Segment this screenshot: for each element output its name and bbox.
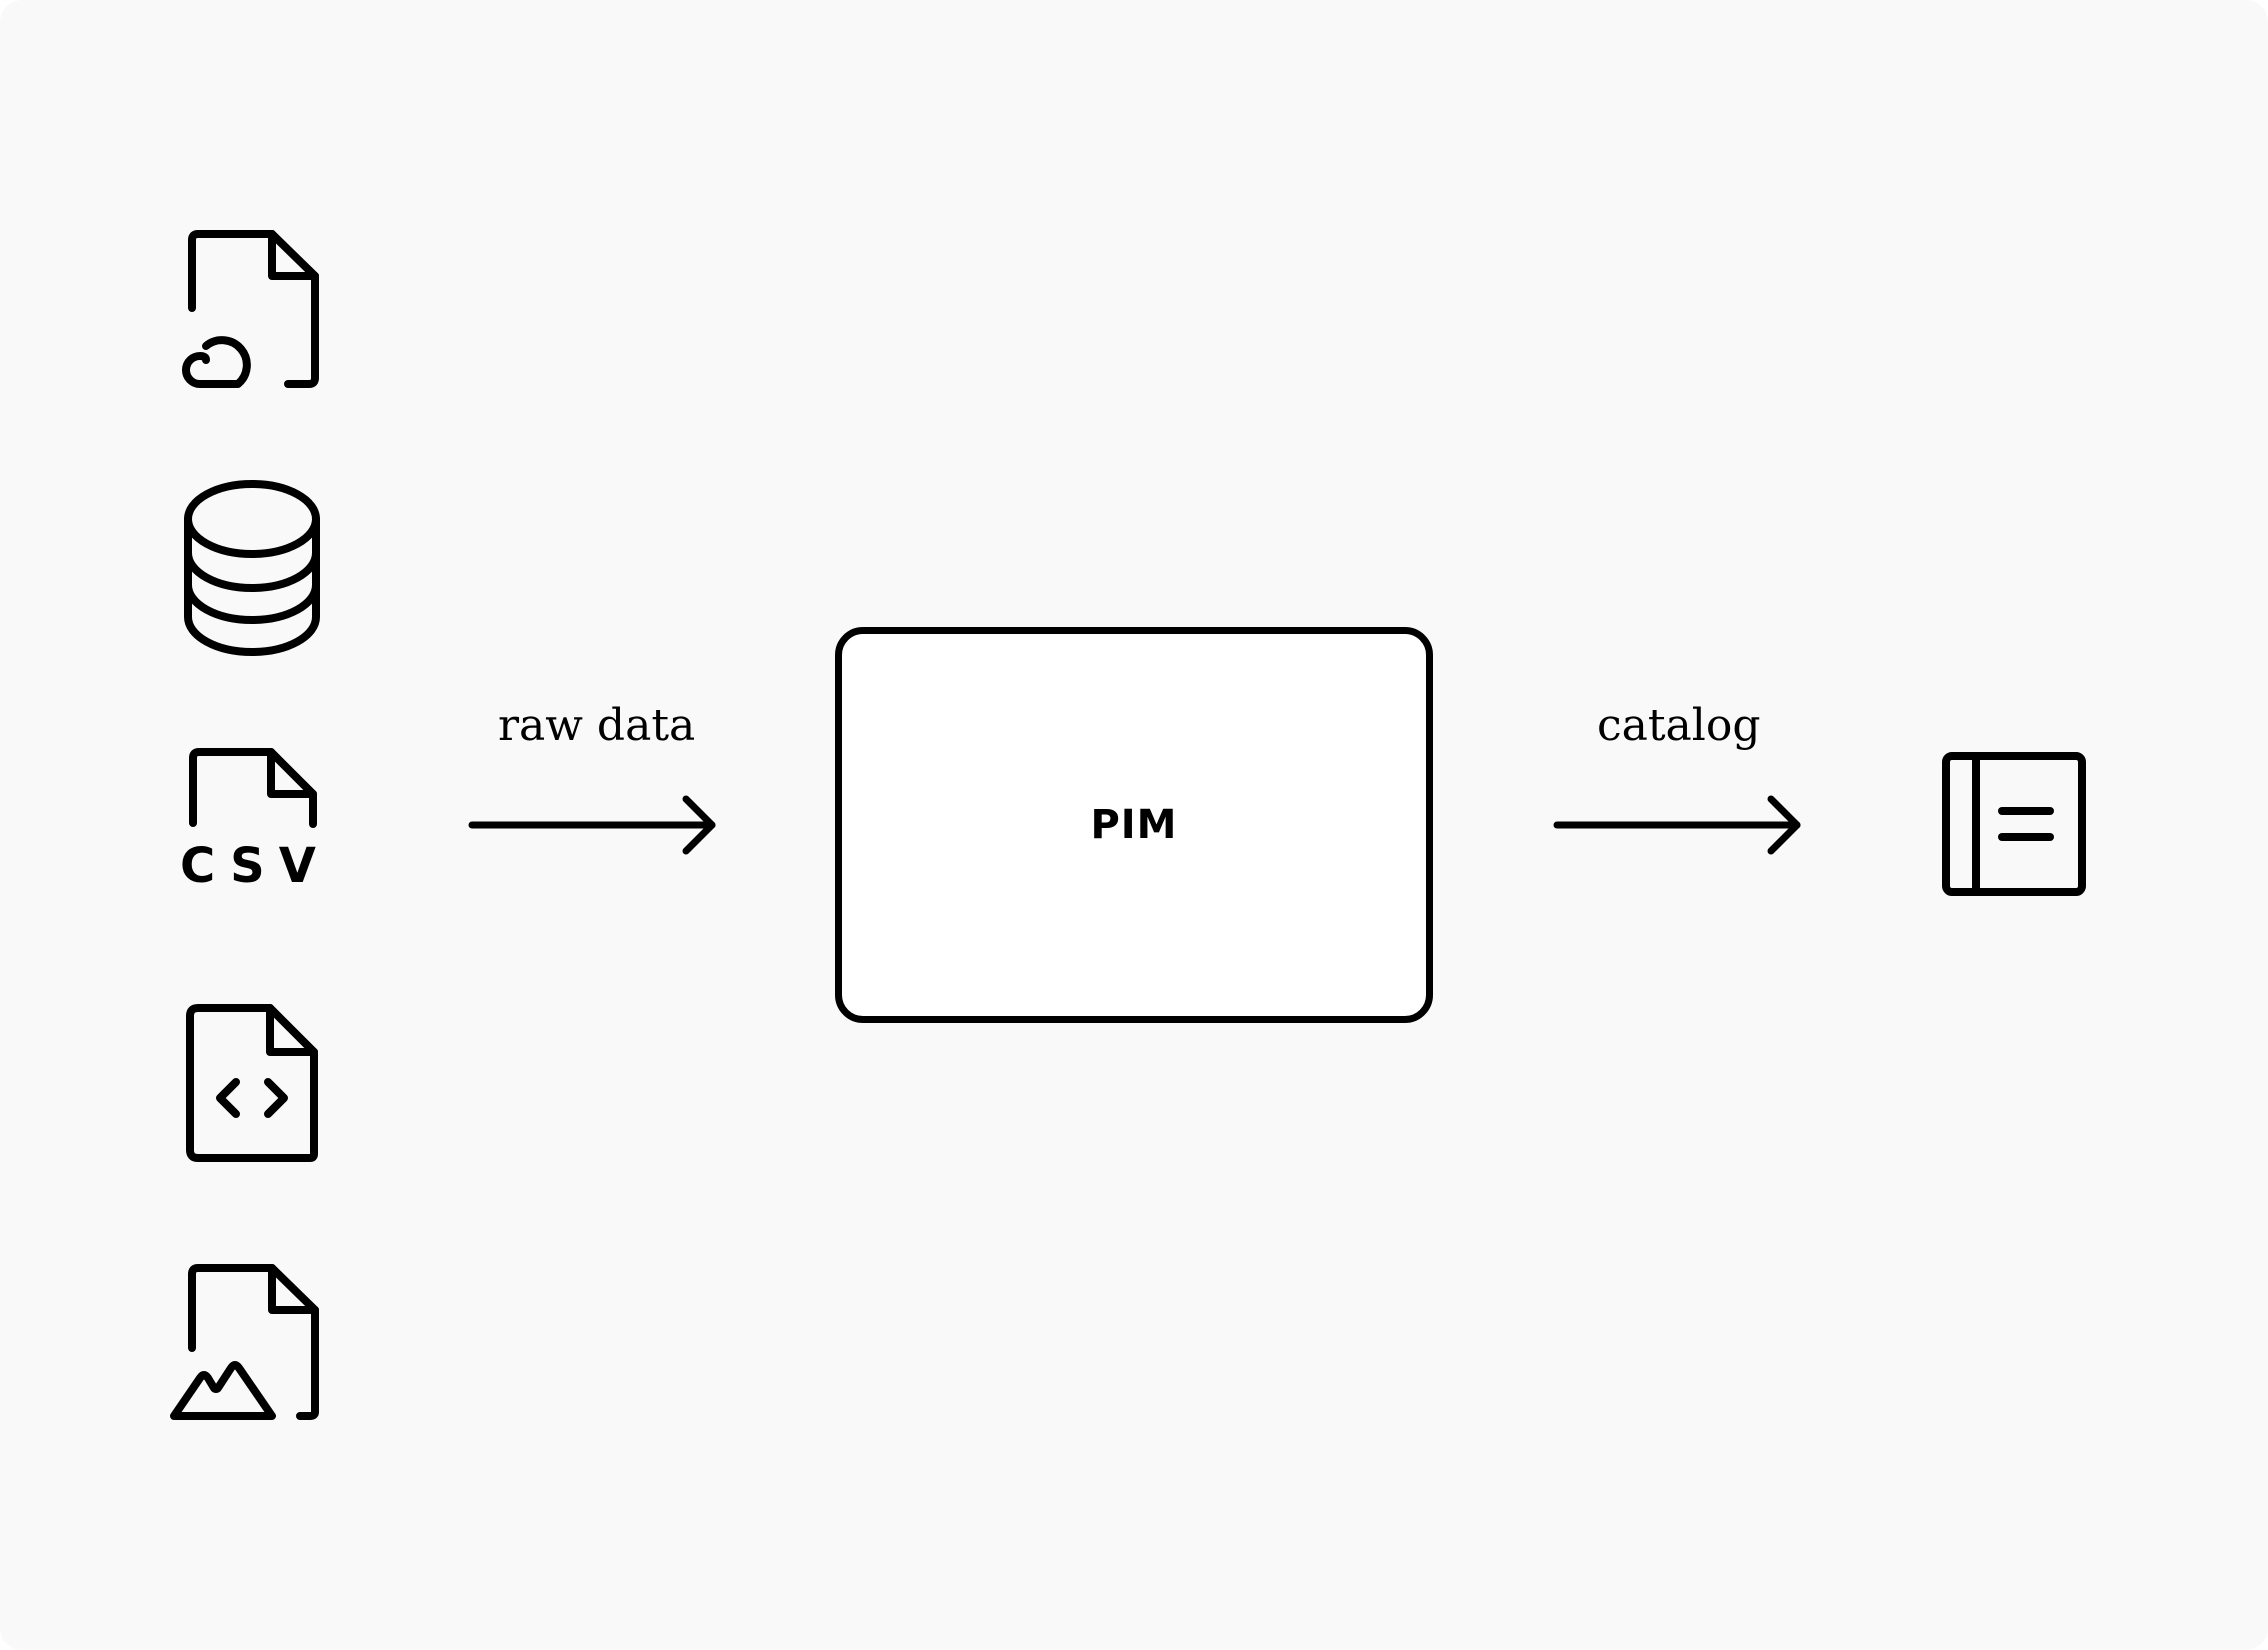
- raw-data-arrow: [468, 795, 716, 855]
- image-file-icon: [170, 1262, 330, 1422]
- cloud-file-icon: [170, 228, 330, 388]
- csv-file-icon: [188, 748, 324, 896]
- pim-node: PIM: [835, 627, 1433, 1023]
- csv-file-label: CSV: [180, 838, 330, 894]
- catalog-label: catalog: [1597, 700, 1761, 751]
- code-file-icon: [186, 1004, 322, 1162]
- catalog-arrow: [1553, 795, 1801, 855]
- pim-node-label: PIM: [1090, 802, 1178, 848]
- catalog-layout-icon: [1942, 752, 2086, 896]
- database-icon: [182, 480, 322, 656]
- raw-data-label: raw data: [498, 700, 696, 751]
